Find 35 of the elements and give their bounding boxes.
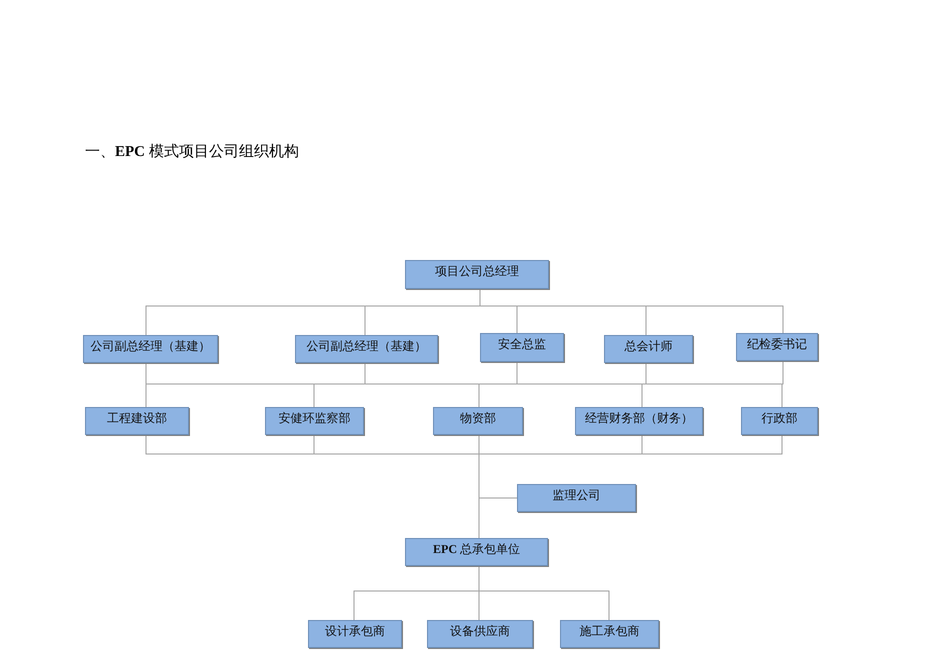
box-label: 设备供应商 — [450, 624, 510, 638]
box-label: 行政部 — [762, 411, 798, 426]
org-box — [308, 620, 402, 648]
box-label: 安全总监 — [498, 337, 546, 352]
box-label: 施工承包商 — [580, 624, 640, 638]
box-label: EPC 总承包单位 — [433, 542, 520, 556]
org-box — [85, 407, 189, 435]
org-box — [736, 333, 818, 361]
org-box — [295, 335, 438, 363]
box-label: 监理公司 — [552, 488, 600, 502]
org-box — [575, 407, 703, 435]
org-box — [83, 335, 218, 363]
org-box — [427, 620, 533, 648]
box-label: 项目公司总经理 — [435, 264, 519, 278]
org-box — [741, 407, 818, 435]
box-label: 经营财务部（财务） — [585, 411, 693, 426]
box-label: 公司副总经理（基建） — [306, 339, 426, 354]
box-label: 设计承包商 — [325, 624, 385, 638]
org-box — [480, 333, 564, 362]
org-box — [433, 407, 523, 435]
box-label: 纪检委书记 — [747, 337, 807, 352]
connector-line — [782, 360, 784, 408]
org-box — [560, 620, 659, 648]
diagram-title: 一、EPC 模式项目公司组织机构 — [85, 142, 299, 161]
org-box — [517, 484, 636, 512]
org-box — [405, 538, 548, 566]
connector-line — [478, 566, 610, 620]
box-label: 工程建设部 — [107, 411, 167, 426]
box-label: 物资部 — [460, 411, 496, 426]
box-label: 公司副总经理（基建） — [90, 339, 210, 354]
org-box — [265, 407, 364, 435]
org-box — [604, 335, 693, 363]
org-box — [405, 260, 549, 289]
box-label: 总会计师 — [624, 339, 672, 354]
box-label: 安健环监察部 — [278, 411, 350, 426]
